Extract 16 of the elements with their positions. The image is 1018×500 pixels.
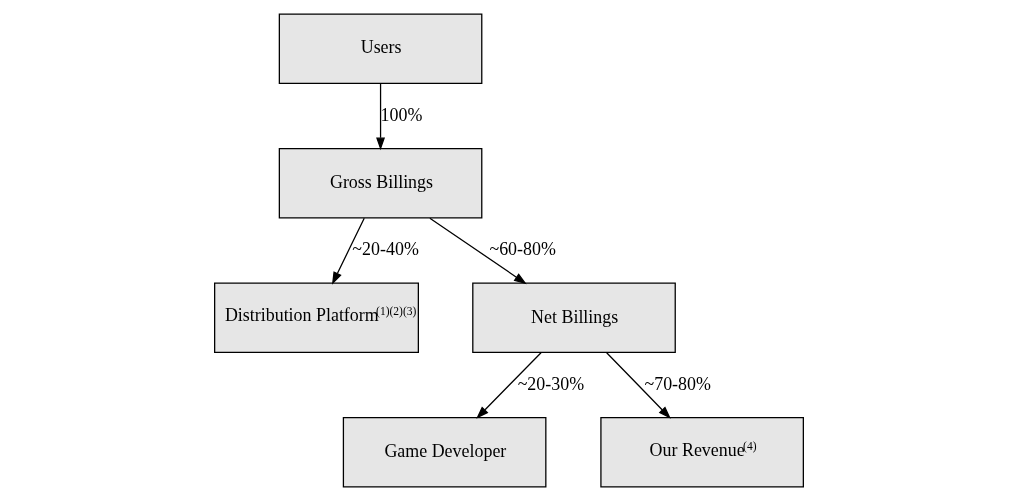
edge-label: 100%	[380, 104, 423, 125]
arrow	[429, 217, 527, 284]
node-box: Gross Billings	[278, 147, 483, 218]
node-box: Our Revenue$^{(4)}$	[600, 416, 804, 487]
edge-label: ~20-30%	[517, 373, 585, 394]
arrow	[331, 217, 365, 285]
node-box: Users	[278, 12, 483, 84]
arrow	[376, 82, 386, 150]
edge-label: ~70-80%	[644, 373, 711, 394]
arrow	[476, 351, 542, 419]
node-box: Game Developer	[342, 416, 547, 487]
edge-label: ~20-40%	[352, 238, 419, 259]
edge-label: ~60-80%	[489, 238, 556, 259]
node-box: Net Billings	[472, 282, 676, 353]
node-box: Distribution Platform$^{(1)(2)(3)}$	[214, 282, 419, 353]
arrow	[606, 351, 671, 419]
